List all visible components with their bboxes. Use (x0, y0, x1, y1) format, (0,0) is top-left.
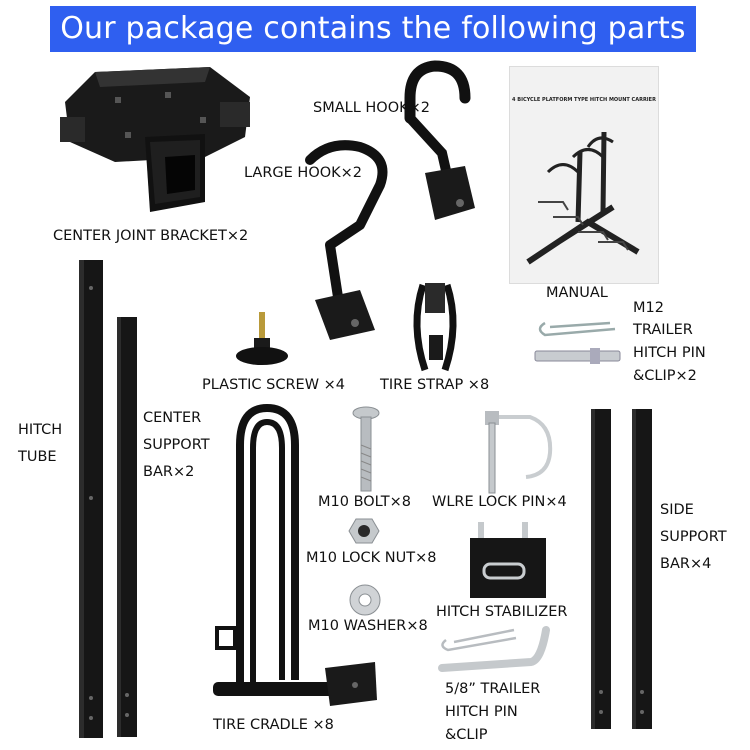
center-support-bar-label-2: SUPPORT (143, 437, 210, 453)
hitch-tube-label-2: TUBE (18, 449, 57, 465)
hitch-tube-image (79, 260, 103, 738)
center-joint-bracket-label: CENTER JOINT BRACKET×2 (53, 228, 249, 244)
m12-hitch-pin-label-3: HITCH PIN (633, 345, 706, 361)
small-hook-image (404, 60, 475, 220)
wire-lock-pin-image (485, 411, 553, 494)
wire-lock-pin-label: WLRE LOCK PIN×4 (432, 494, 567, 510)
m10-washer-label: M10 WASHER×8 (308, 618, 428, 634)
center-support-bar-image (117, 317, 137, 737)
side-support-bar-label-1: SIDE (660, 502, 694, 518)
manual-image: 4 BICYCLE PLATFORM TYPE HITCH MOUNT CARR… (509, 66, 659, 284)
m10-bolt-image (352, 406, 380, 492)
hitch-stabilizer-image (470, 522, 546, 598)
hitch-stabilizer-label: HITCH STABILIZER (436, 604, 568, 620)
m10-lock-nut-image (348, 518, 380, 544)
tire-strap-image (413, 283, 457, 372)
five-eighths-hitch-pin-label-2: HITCH PIN (445, 704, 518, 720)
side-support-bar-label-2: SUPPORT (660, 529, 727, 545)
five-eighths-hitch-pin-label-3: &CLIP (445, 727, 488, 743)
plastic-screw-image (236, 312, 288, 365)
side-support-bar-image (591, 409, 652, 729)
manual-label: MANUAL (546, 285, 608, 301)
large-hook-image (305, 140, 388, 340)
five-eighths-hitch-pin-image (438, 626, 550, 672)
m12-hitch-pin-image (534, 321, 621, 364)
small-hook-label: SMALL HOOK×2 (313, 100, 431, 116)
hitch-tube-label-1: HITCH (18, 422, 63, 438)
side-support-bar-label-3: BAR×4 (660, 556, 712, 572)
tire-strap-label: TIRE STRAP ×8 (380, 377, 490, 393)
plastic-screw-label: PLASTIC SCREW ×4 (202, 377, 346, 393)
m12-hitch-pin-label-4: &CLIP×2 (633, 368, 697, 384)
center-joint-bracket-image (60, 67, 250, 212)
m12-hitch-pin-label-2: TRAILER (633, 322, 693, 338)
manual-cover-title: 4 BICYCLE PLATFORM TYPE HITCH MOUNT CARR… (512, 97, 656, 103)
tire-cradle-label: TIRE CRADLE ×8 (213, 717, 334, 733)
tire-cradle-image (213, 403, 377, 706)
five-eighths-hitch-pin-label-1: 5/8” TRAILER (445, 681, 541, 697)
center-support-bar-label-3: BAR×2 (143, 464, 195, 480)
page-title: Our package contains the following parts (50, 6, 696, 52)
center-support-bar-label-1: CENTER (143, 410, 202, 426)
m12-hitch-pin-label-1: M12 (633, 300, 664, 316)
m10-lock-nut-label: M10 LOCK NUT×8 (306, 550, 437, 566)
m10-bolt-label: M10 BOLT×8 (318, 494, 411, 510)
m10-washer-image (349, 584, 381, 616)
large-hook-label: LARGE HOOK×2 (244, 165, 363, 181)
